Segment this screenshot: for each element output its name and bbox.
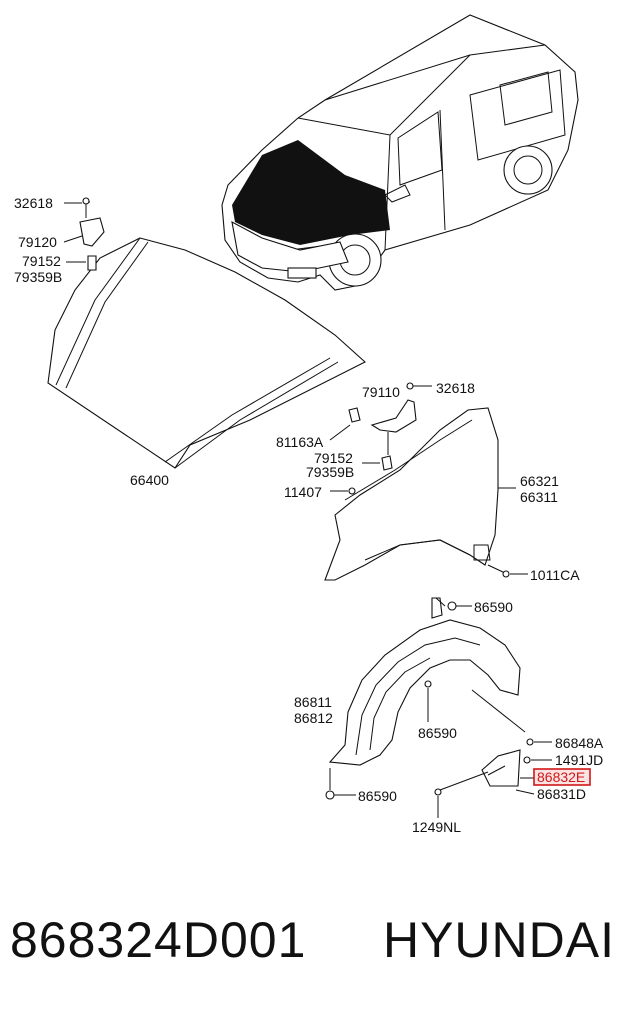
label-hinge-bolt-right-b: 79359B [306, 464, 354, 480]
label-hinge-bolt-right-a: 79152 [314, 450, 353, 466]
label-hood-hinge-left: 79120 [18, 234, 57, 250]
label-fender-b: 66311 [520, 489, 558, 505]
label-wheel-guard-b: 86812 [294, 710, 333, 726]
label-fender-bolt: 11407 [284, 484, 322, 500]
label-fender-lower-bolt: 1011CA [530, 567, 580, 583]
right-hinge-parts [329, 382, 432, 495]
label-hinge-bolt-left-a: 79152 [22, 253, 61, 269]
caption: 868324D001 HYUNDAI [10, 905, 615, 975]
caption-brand: HYUNDAI [382, 912, 615, 968]
label-hinge-bolt-left-b: 79359B [14, 269, 62, 285]
label-mudguard-nut: 1491JD [555, 752, 603, 768]
label-fender-a: 66321 [520, 473, 559, 489]
label-guard-clip-mid: 86590 [418, 725, 457, 741]
highlight-box [533, 768, 591, 786]
van-illustration [221, 14, 579, 291]
label-hood-hinge-bolt-right: 32618 [436, 380, 475, 396]
parts-diagram: 32618 79120 79152 79359B 66400 79110 326… [14, 14, 604, 835]
label-guard-clip-bottom: 86590 [358, 788, 397, 804]
label-wheel-guard-a: 86811 [294, 694, 332, 710]
fender-part [324, 407, 528, 581]
caption-part-number: 868324D001 [10, 912, 307, 968]
label-stopper: 81163A [276, 434, 324, 450]
label-mudguard-screw: 86848A [555, 735, 604, 751]
label-guard-clip-top: 86590 [474, 599, 513, 615]
label-mudguard-highlighted: 86832E [537, 769, 585, 785]
label-hood: 66400 [130, 472, 169, 488]
hood-part [47, 237, 366, 469]
wheel-guard-part [325, 597, 526, 800]
mudguard-part [434, 738, 552, 818]
label-hood-hinge-bolt-left: 32618 [14, 195, 53, 211]
left-hinge-parts [63, 197, 105, 271]
label-mudguard: 86831D [537, 786, 586, 802]
label-hood-hinge-right: 79110 [362, 384, 400, 400]
label-mudguard-bolt: 1249NL [412, 819, 461, 835]
